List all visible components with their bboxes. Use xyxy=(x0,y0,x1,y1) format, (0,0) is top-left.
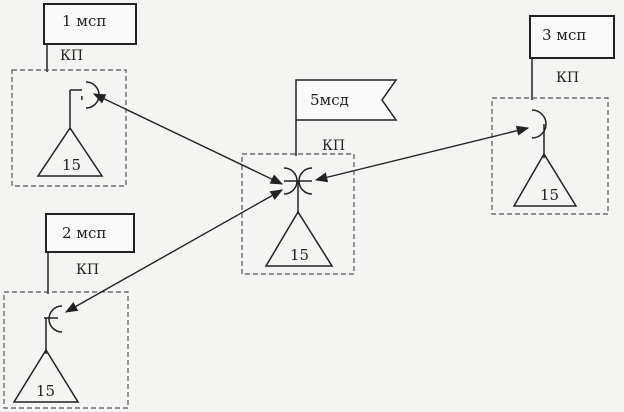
link-unit5-unit2 xyxy=(64,189,284,313)
unit-1-count: 15 xyxy=(62,156,81,174)
unit-3-flag xyxy=(529,15,615,59)
unit-1-flag-label: 1 мсп xyxy=(62,12,106,30)
unit-2-flag-label: 2 мсп xyxy=(62,224,106,242)
unit-1-command-post: 1 мсп КП 15 xyxy=(11,3,137,187)
unit-5-flag xyxy=(295,79,398,121)
unit-2-count: 15 xyxy=(36,382,55,400)
unit-5-command-post: 5мсд КП 15 xyxy=(241,79,398,275)
unit-3-count: 15 xyxy=(540,186,559,204)
unit-2-kp-label: КП xyxy=(76,262,99,278)
link-unit5-unit1 xyxy=(92,93,284,185)
unit-1-kp-label: КП xyxy=(60,48,83,64)
unit-1-triangle xyxy=(36,126,104,177)
unit-1-flag xyxy=(43,3,137,45)
unit-5-flag-label: 5мсд xyxy=(310,91,349,109)
unit-3-flag-label: 3 мсп xyxy=(542,26,586,44)
unit-5-count: 15 xyxy=(290,246,309,264)
unit-2-triangle xyxy=(12,348,80,403)
unit-2-zone xyxy=(3,291,129,409)
unit-3-command-post: 3 мсп КП 15 xyxy=(491,15,615,215)
link-unit5-unit3 xyxy=(314,125,530,183)
unit-5-kp-label: КП xyxy=(322,138,345,154)
unit-3-antenna-icon xyxy=(531,109,547,139)
unit-3-kp-label: КП xyxy=(556,70,579,86)
unit-3-zone xyxy=(491,97,609,215)
